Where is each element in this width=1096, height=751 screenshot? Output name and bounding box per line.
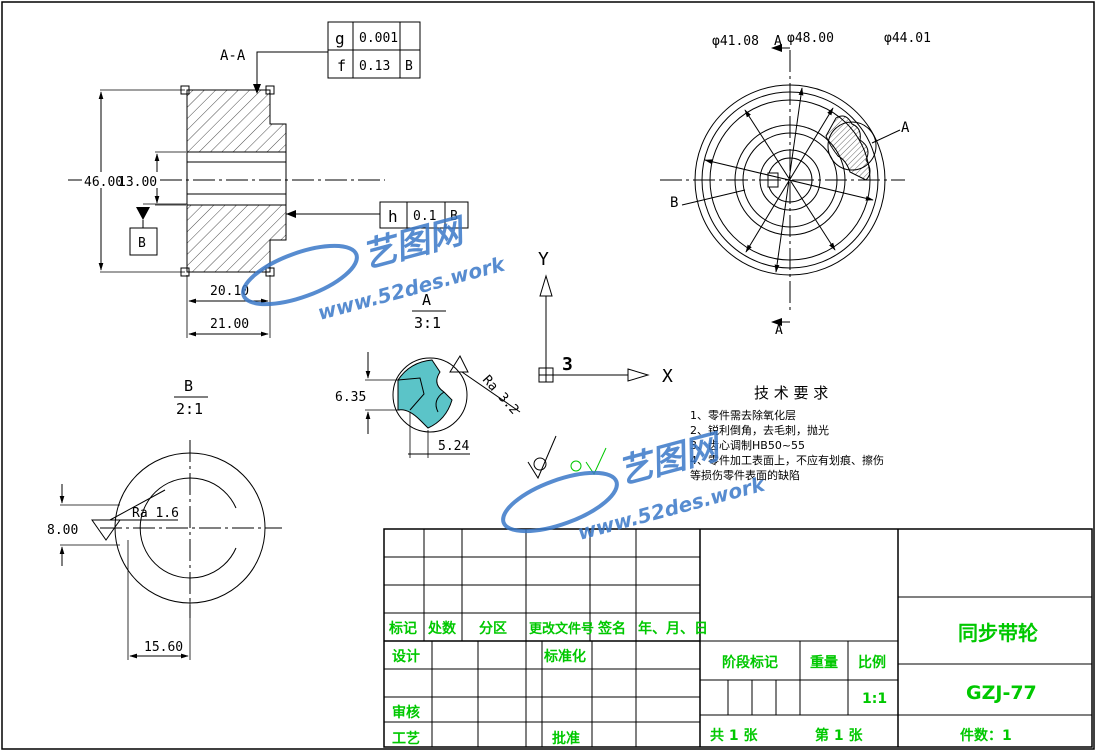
dim-phi-3: φ44.01 <box>884 31 931 46</box>
tb-drawing-no: GZJ-77 <box>966 682 1037 704</box>
ucs-axes: Y X 3 <box>538 249 673 387</box>
tb-scale-value: 1:1 <box>862 691 887 707</box>
section-mark-top: A <box>774 34 782 49</box>
detail-a: A 3:1 6.35 5.24 Ra 3.2 <box>335 291 522 458</box>
axis-x-label: X <box>662 366 673 387</box>
title-block <box>383 528 1093 748</box>
tech-item-5: 等损伤零件表面的缺陷 <box>690 468 800 482</box>
front-view: A A φ41.08 φ48.00 φ44.01 A B <box>660 31 931 338</box>
title-block-text: 标记 处数 分区 更改文件号 签名 年、月、日 设计 标准化 审核 工艺 批准 … <box>388 620 1038 747</box>
tol-value-3: 0.1 <box>413 209 436 224</box>
tb-process: 工艺 <box>392 730 420 747</box>
detail-b-roughness: Ra 1.6 <box>132 506 179 521</box>
tb-quantity: 件数：1 <box>960 727 1012 744</box>
tol-datum-3: B <box>450 209 458 224</box>
detail-b: B 2:1 Ra 1.6 8.00 15.60 <box>47 377 282 660</box>
leader-label-b: B <box>670 195 678 211</box>
detail-b-scale: 2:1 <box>176 400 203 418</box>
pulley-section <box>160 85 385 277</box>
tech-requirements: 技 术 要 求 1、零件需去除氧化层 2、锐利倒角，去毛刺，抛光 3、齿心调制H… <box>690 384 884 482</box>
teeth-detail <box>825 115 877 181</box>
datum-label: B <box>138 236 146 251</box>
tech-item-3: 3、齿心调制HB50~55 <box>690 439 805 452</box>
tech-item-4: 4、零件加工表面上，不应有划痕、擦伤 <box>690 453 884 467</box>
datum-marker: B <box>129 203 187 256</box>
detail-b-title: B <box>184 377 193 395</box>
tb-scale-label: 比例 <box>858 654 886 671</box>
tb-col-change-doc: 更改文件号 <box>529 621 594 637</box>
tb-sheets-total: 共 1 张 <box>710 727 758 744</box>
tech-title: 技 术 要 求 <box>754 384 828 402</box>
dim-phi-1: φ41.08 <box>712 34 759 49</box>
section-mark-bottom: A <box>775 323 783 338</box>
tb-weight: 重量 <box>810 654 838 671</box>
detail-b-dim-bore: 15.60 <box>144 640 183 655</box>
detail-a-dim-width: 5.24 <box>438 439 469 454</box>
tb-col-mark: 标记 <box>388 620 417 637</box>
section-label: A-A <box>220 48 246 64</box>
tol-value-2: 0.13 <box>359 59 390 74</box>
tol-symbol-1: g <box>335 29 345 48</box>
tol-symbol-3: h <box>388 207 398 226</box>
detail-a-scale: 3:1 <box>414 314 441 332</box>
tb-design: 设计 <box>392 648 420 665</box>
tolerance-frame-bottom: h 0.1 B <box>286 201 469 229</box>
leader-label-a: A <box>901 120 910 136</box>
tb-stage-mark: 阶段标记 <box>722 654 778 671</box>
dim-width-1: 20.10 <box>210 284 249 299</box>
detail-b-dim-key: 8.00 <box>47 523 78 538</box>
tb-review: 审核 <box>392 704 420 721</box>
axis-z-label: 3 <box>562 354 573 375</box>
dim-width-2: 21.00 <box>210 317 249 332</box>
tb-col-zone: 分区 <box>479 621 507 637</box>
watermark-brand-2: 艺图网 <box>614 426 728 492</box>
tb-col-count: 处数 <box>427 620 457 637</box>
axis-y-label: Y <box>538 249 549 270</box>
dim-bore: 13.00 <box>118 175 157 190</box>
tb-part-name: 同步带轮 <box>958 621 1038 645</box>
dim-outer-dia: 46.00 <box>84 175 123 190</box>
section-view: A-A g 0.001 f 0.13 B <box>68 21 469 338</box>
tb-col-sign: 签名 <box>597 620 626 637</box>
tech-item-1: 1、零件需去除氧化层 <box>690 408 796 422</box>
tb-standardize: 标准化 <box>543 648 586 665</box>
dim-phi-2: φ48.00 <box>787 31 834 46</box>
dim-diameter: 46.00 13.00 <box>68 89 186 273</box>
tol-datum-2: B <box>405 59 413 74</box>
tb-sheet-no: 第 1 张 <box>815 727 863 744</box>
tol-symbol-2: f <box>337 57 346 75</box>
detail-a-dim-height: 6.35 <box>335 390 366 405</box>
tolerance-frame-top: g 0.001 f 0.13 B <box>327 21 421 79</box>
tb-col-date: 年、月、日 <box>638 620 708 637</box>
tech-item-2: 2、锐利倒角，去毛刺，抛光 <box>690 423 829 437</box>
dim-widths: 20.10 21.00 <box>186 275 271 338</box>
tol-value-1: 0.001 <box>359 31 398 46</box>
tb-approve: 批准 <box>552 730 580 747</box>
detail-a-title: A <box>422 291 431 309</box>
watermark-url-2: www.52des.work <box>575 471 769 544</box>
detail-a-roughness: Ra 3.2 <box>479 373 522 418</box>
